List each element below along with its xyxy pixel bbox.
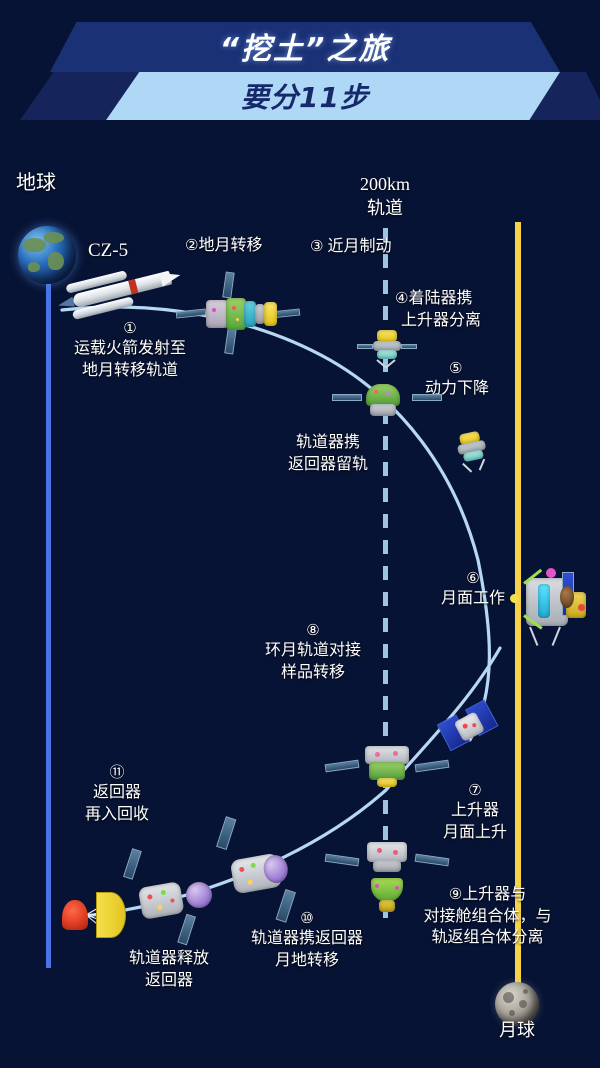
step-10-label: ⑩ 轨道器携返回器 月地转移 [222,908,392,971]
step-2-line-1: 地月转移 [198,237,263,254]
step-10-number: ⑩ [300,909,314,927]
orbiter-stay-line-2: 返回器留轨 [287,455,368,473]
header-title-band: “挖土”之旅 [50,22,560,72]
return-capsule-sprite [62,900,88,930]
step-11-line-1: 返回器 [92,784,141,802]
step-7-label: ⑦ 上升器 月面上升 [425,780,525,843]
step-3-label: ③ 近月制动 [310,236,391,258]
craft-orbiter-in-orbit [332,378,442,422]
step-11-label: ⑪ 返回器 再入回收 [62,762,172,825]
step-6-label: ⑥ 月面工作 [418,568,528,610]
step-5-line-1: 动力下降 [425,380,490,398]
craft-lander-ascender-separation [357,330,417,369]
page-title: “挖土”之旅 [219,32,391,67]
step-1-line-1: 运载火箭发射至 [73,340,186,358]
step-3-line-1: 近月制动 [327,238,392,255]
craft-lunar-surface-lander [508,552,596,656]
step-1-line-2: 地月转移轨道 [81,361,178,379]
cz5-rocket-sprite [55,254,187,325]
earth-globe [18,226,76,284]
craft-ascender-rising [430,690,508,767]
earth-vertical-line [46,268,51,968]
craft-rendezvous-docking [324,742,450,790]
step-6-number: ⑥ [466,569,480,587]
step-10-line-1: 轨道器携返回器 [250,930,363,948]
step-8-line-1: 环月轨道对接 [264,642,361,660]
step-8-line-2: 样品转移 [280,663,345,681]
step-1-label: ① 运载火箭发射至 地月转移轨道 [45,318,215,381]
craft-orbiter-returner-transfer [215,816,304,923]
craft-ascender-docked-module [324,840,450,920]
step-9-line-1: 上升器与 [462,886,527,903]
step-4-number: ④ [395,289,409,307]
craft-descending-lander [449,428,499,473]
orbiter-stay-line-1: 轨道器携 [295,434,360,451]
step-10-line-2: 月地转移 [274,951,339,969]
orbit-200km-dashed-line [383,228,388,928]
orbiter-release-label: 轨道器释放 返回器 [104,948,234,991]
step-1-number: ① [123,319,137,337]
step-4-label: ④着陆器携 上升器分离 [395,288,481,331]
step-9-line-3: 轨返组合体分离 [431,929,544,947]
step-3-number: ③ [310,237,324,255]
orbit-altitude-label: 200km 轨道 [340,172,430,221]
earth-label: 地球 [16,172,56,194]
step-11-number: ⑪ [109,763,125,781]
step-4-line-1: 着陆器携 [408,290,473,307]
orbiter-release-line-2: 返回器 [144,971,193,989]
step-9-line-2: 对接舱组合体，与 [423,907,552,925]
step-8-label: ⑧ 环月轨道对接 样品转移 [238,620,388,683]
parachute-sprite [96,892,126,938]
step-7-line-1: 上升器 [450,802,499,820]
orbiter-stay-label: 轨道器携 返回器留轨 [268,432,388,475]
moon-vertical-line [515,222,521,992]
step-5-label: ⑤ 动力下降 [425,358,489,400]
orbit-altitude-line-2: 轨道 [367,198,403,219]
step-9-label: ⑨上升器与 对接舱组合体，与 轨返组合体分离 [390,884,585,949]
step-4-line-2: 上升器分离 [401,311,482,329]
step-2-label: ②地月转移 [185,235,262,257]
header-subtitle-band: 要分11步 [106,72,560,120]
step-9-number: ⑨ [448,885,463,903]
page-subtitle: 要分11步 [241,81,369,114]
step-5-number: ⑤ [449,359,463,377]
craft-returner-sphere [186,882,212,908]
orbit-altitude-line-1: 200km [359,174,410,194]
step-11-line-2: 再入回收 [84,805,149,823]
step-6-line-1: 月面工作 [440,590,505,608]
step-8-number: ⑧ [306,621,320,639]
moon-label: 月球 [499,1020,535,1040]
craft-transfer-stack [175,271,301,355]
orbiter-release-line-1: 轨道器释放 [128,950,209,967]
moon-globe [495,982,539,1026]
step-2-number: ② [185,236,199,254]
step-7-line-2: 月面上升 [442,823,507,841]
rocket-name-label: CZ-5 [88,240,129,261]
step-7-number: ⑦ [468,781,482,799]
